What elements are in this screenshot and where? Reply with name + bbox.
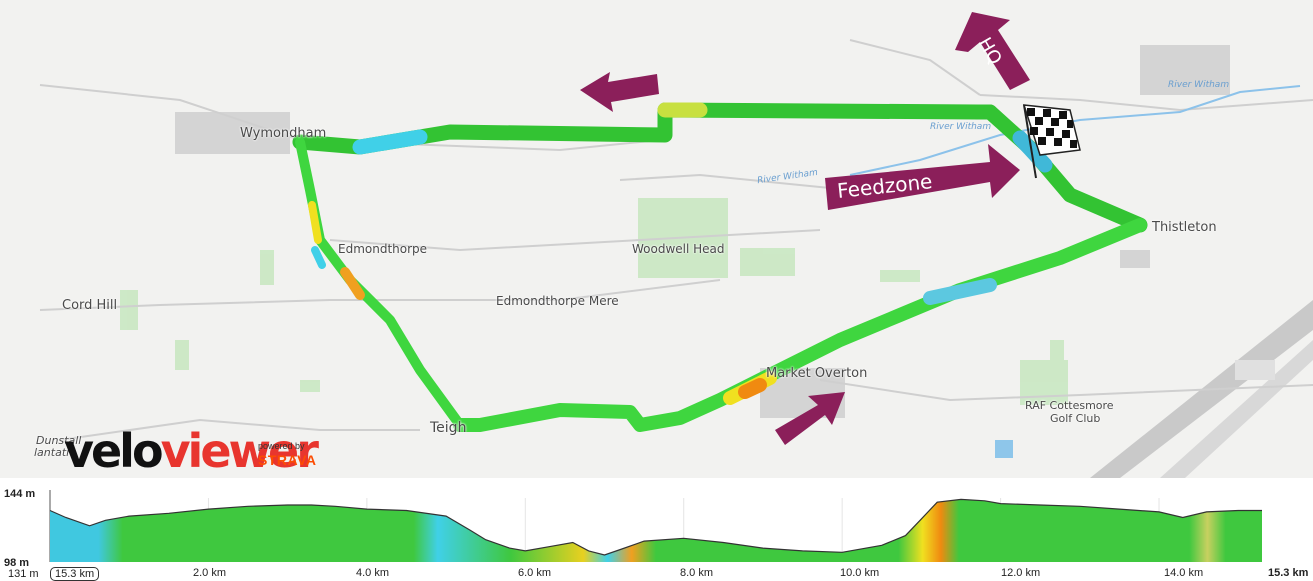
arrow-icon	[775, 392, 845, 445]
x-tick-label: 2.0 km	[193, 567, 227, 579]
river	[849, 85, 1301, 176]
route-map[interactable]: Feedzone HQ	[0, 0, 1313, 478]
strava-logo: STRAVA	[258, 452, 317, 468]
roads	[39, 39, 1313, 441]
checkered-flag-icon	[1022, 104, 1081, 179]
elevation-max-label: 144 m	[4, 488, 36, 500]
elevation-area	[50, 499, 1262, 562]
town-areas	[175, 45, 1230, 418]
elevation-min-label: 98 m	[4, 557, 30, 569]
x-tick-label: 12.0 km	[1001, 567, 1041, 579]
place-label: Dunstall	[36, 434, 82, 447]
arrow-icon	[825, 144, 1020, 210]
powered-by-text: powered by	[258, 441, 305, 451]
elevation-cursor-label: 131 m	[8, 568, 39, 580]
x-tick-label: 8.0 km	[680, 567, 714, 579]
arrow-icon	[580, 72, 659, 112]
elevation-line	[49, 498, 1262, 556]
lake	[995, 440, 1013, 458]
place-label: lantati	[34, 446, 70, 459]
river-label: River Witham	[930, 122, 992, 132]
place-label: Golf Club	[1050, 412, 1101, 425]
place-label: Woodwell Head	[632, 242, 725, 256]
x-tick-label: 6.0 km	[518, 567, 552, 579]
place-label: Thistleton	[1152, 220, 1217, 235]
elevation-profile[interactable]	[0, 478, 1313, 581]
river-label: River Witham	[1168, 80, 1230, 90]
arrow-icon	[955, 12, 1030, 90]
place-label: RAF Cottesmore	[1025, 399, 1114, 412]
x-tick-label: 4.0 km	[356, 567, 390, 579]
veloviewer-logo: veloviewer	[64, 424, 319, 478]
place-label: Edmondthorpe Mere	[496, 294, 619, 308]
place-label: Wymondham	[240, 126, 327, 141]
x-tick-label: 10.0 km	[840, 567, 880, 579]
x-tick-label: 14.0 km	[1164, 567, 1204, 579]
place-label: Cord Hill	[62, 298, 118, 313]
route-line	[292, 102, 1148, 432]
distance-cursor-label: 15.3 km	[50, 567, 100, 581]
x-end-label: 15.3 km	[1268, 567, 1309, 579]
place-label: Teigh	[430, 420, 467, 436]
place-label: Market Overton	[766, 366, 868, 381]
place-label: Edmondthorpe	[338, 242, 428, 256]
